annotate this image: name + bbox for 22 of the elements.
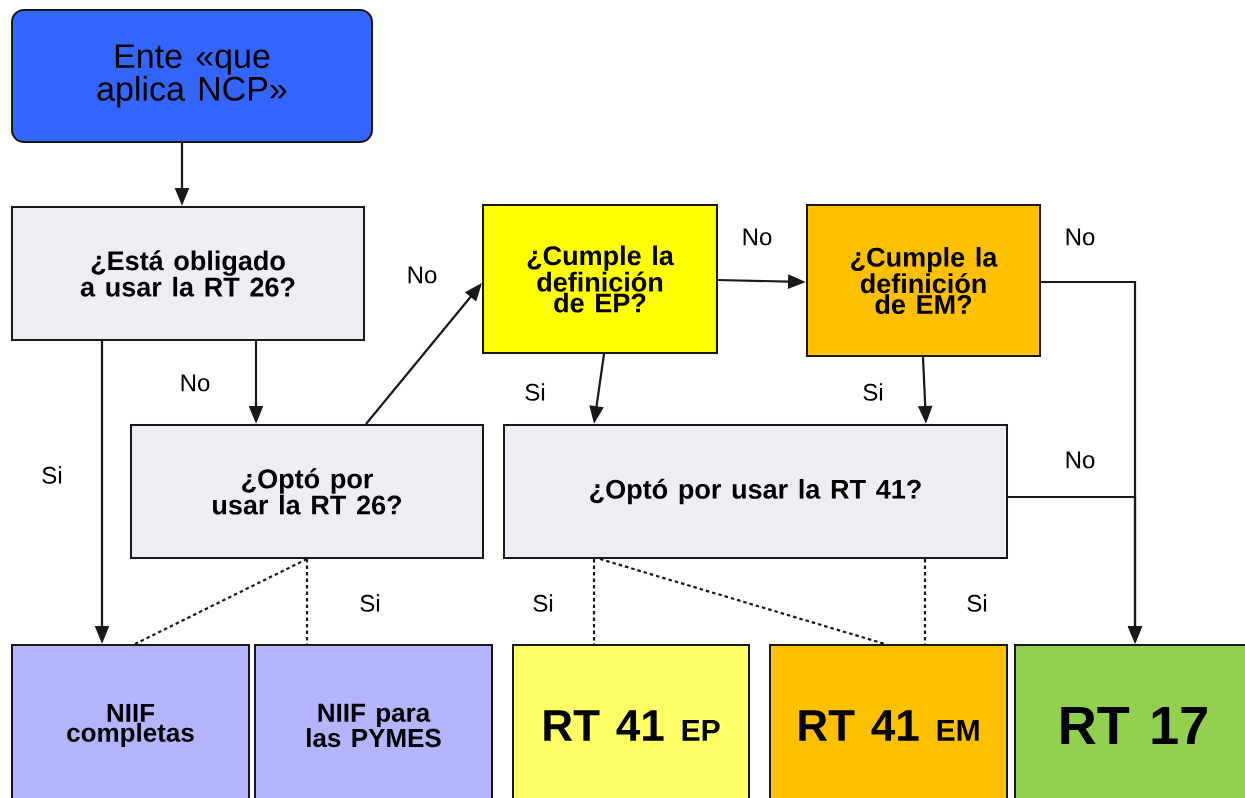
edge-label: No <box>178 373 212 393</box>
edge-label: No <box>405 265 439 285</box>
result-box: RT 41 EM <box>769 644 1008 798</box>
edge-label: Si <box>965 593 989 613</box>
decision-box: ¿Cumple la definición de EP? <box>482 204 718 354</box>
result-box: NIIF completas <box>11 644 250 798</box>
decision-box: ¿Está obligado a usar la RT 26? <box>11 206 365 341</box>
decision-box: ¿Optó por usar la RT 41? <box>503 424 1008 559</box>
decision-box: ¿Cumple la definición de EM? <box>806 204 1041 357</box>
result-box: NIIF para las PYMES <box>254 644 493 798</box>
edge-label: Si <box>861 382 885 402</box>
edge-label: Si <box>358 593 382 613</box>
edge-label: Si <box>40 465 64 485</box>
edge-label: Si <box>523 382 547 402</box>
edge-label: No <box>1063 227 1097 247</box>
edge-label: Si <box>531 593 555 613</box>
edge-label: No <box>740 227 774 247</box>
start-box: Ente «que aplica NCP» <box>11 9 373 143</box>
result-box: RT 17 <box>1014 644 1245 798</box>
decision-box: ¿Optó por usar la RT 26? <box>130 424 484 559</box>
result-box: RT 41 EP <box>512 644 750 798</box>
edge-label: No <box>1063 450 1097 470</box>
